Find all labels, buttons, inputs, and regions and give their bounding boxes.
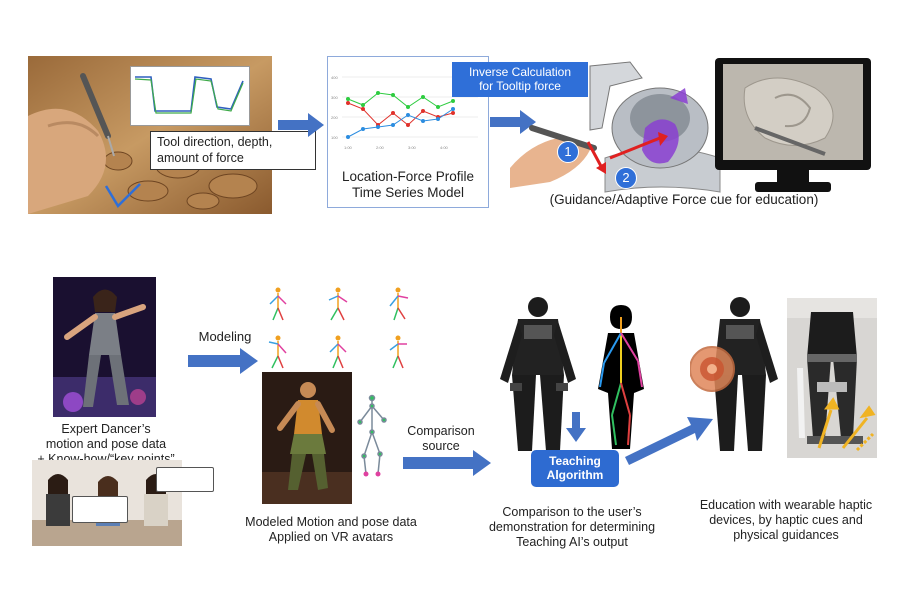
time-series-chart: 400 300 200 100 1:00 2:00 3:00 4:00 xyxy=(331,75,478,150)
monitor-display xyxy=(715,58,871,193)
flow-arrow xyxy=(490,110,536,134)
flow-arrow xyxy=(403,450,491,476)
tool-direction-callout: Tool direction, depth, amount of force xyxy=(150,131,316,171)
expert-caption: Expert Dancer’s motion and pose data + K… xyxy=(20,422,192,467)
education-caption-line-1: Education with wearable haptic xyxy=(699,498,873,512)
modeled-caption-line-1: Modeled Motion and pose data xyxy=(245,515,417,529)
education-caption-line-3: physical guidances xyxy=(733,528,839,542)
flow-arrow xyxy=(278,113,324,137)
guidance-caption: (Guidance/Adaptive Force cue for educati… xyxy=(549,192,819,207)
svg-text:200: 200 xyxy=(331,115,338,120)
comparison-caption-line-2: demonstration for determining xyxy=(488,520,656,534)
diagonal-arrow xyxy=(625,417,713,465)
expert-caption-line-1: Expert Dancer’s xyxy=(61,422,151,436)
motion-capture-suit xyxy=(494,295,582,455)
comparison-caption: Comparison to the user’s demonstration f… xyxy=(470,505,674,550)
step-1-badge: 1 xyxy=(557,141,579,163)
vr-avatar-render xyxy=(262,372,352,504)
step-2-badge: 2 xyxy=(615,167,637,189)
svg-text:300: 300 xyxy=(331,95,338,100)
svg-text:400: 400 xyxy=(331,75,338,80)
model-caption-line-1: Location-Force Profile xyxy=(341,169,475,184)
svg-text:100: 100 xyxy=(331,135,338,140)
callout-line-1: Tool direction, depth, xyxy=(157,135,273,149)
education-caption-line-2: devices, by haptic cues and xyxy=(709,513,863,527)
3d-skeleton-figure xyxy=(357,394,387,477)
inverse-line-2: for Tooltip force xyxy=(479,79,561,94)
model-caption-line-2: Time Series Model xyxy=(351,185,465,201)
inverse-line-1: Inverse Calculation xyxy=(468,65,572,79)
comparison-source-line-1: Comparison xyxy=(407,424,475,438)
svg-text:2:00: 2:00 xyxy=(376,145,385,150)
modeled-caption: Modeled Motion and pose data Applied on … xyxy=(243,515,419,545)
pose-skeleton-grid xyxy=(268,287,409,369)
blank-note-box xyxy=(156,467,214,492)
comparison-caption-line-1: Comparison to the user’s xyxy=(502,505,642,519)
force-graph-inset xyxy=(130,66,250,126)
comparison-caption-line-3: Teaching AI’s output xyxy=(516,535,628,549)
callout-line-2: amount of force xyxy=(157,150,244,165)
svg-text:1:00: 1:00 xyxy=(344,145,353,150)
inverse-calculation-box: Inverse Calculation for Tooltip force xyxy=(452,62,588,97)
comparison-source-line-2: source xyxy=(422,439,460,453)
svg-text:4:00: 4:00 xyxy=(440,145,449,150)
teaching-line-1: Teaching xyxy=(549,454,601,468)
down-arrow xyxy=(566,412,586,442)
modeling-label: Modeling xyxy=(198,329,252,344)
expert-dancer-photo xyxy=(53,277,156,417)
flow-arrow xyxy=(188,348,258,374)
svg-text:3:00: 3:00 xyxy=(408,145,417,150)
teaching-algorithm-box: Teaching Algorithm xyxy=(531,450,619,487)
blank-note-box xyxy=(72,496,128,523)
colored-skeleton-figure xyxy=(598,305,644,449)
expert-caption-line-2: motion and pose data xyxy=(45,437,167,451)
teaching-line-2: Algorithm xyxy=(546,468,604,483)
exoskeleton-photo xyxy=(787,298,877,458)
education-caption: Education with wearable haptic devices, … xyxy=(678,498,894,543)
haptic-suit-figure xyxy=(689,295,786,455)
comparison-source-label: Comparison source xyxy=(396,424,486,454)
modeled-caption-line-2: Applied on VR avatars xyxy=(268,530,394,544)
